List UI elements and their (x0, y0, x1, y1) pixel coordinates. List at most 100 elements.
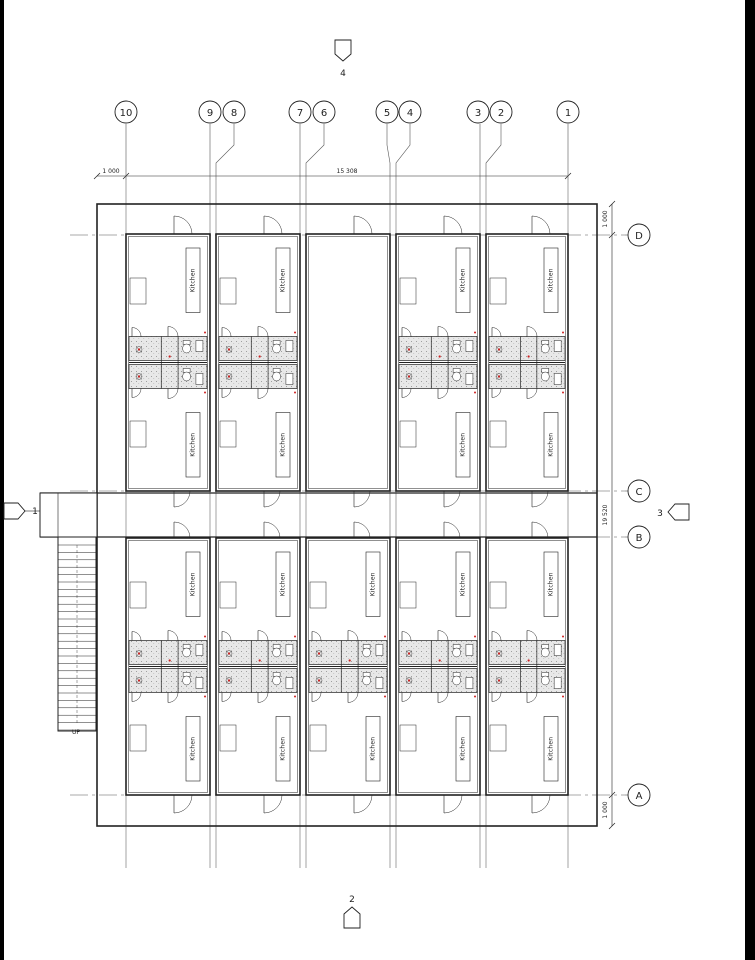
wardrobe (129, 724, 147, 752)
fixture-dot (168, 659, 171, 662)
fixture-dot (137, 679, 141, 682)
fixture-dot (438, 659, 441, 662)
fixture-dot (527, 659, 530, 662)
grid-label-3: 3 (475, 108, 481, 119)
door-swing (491, 327, 502, 337)
drain-circle (405, 373, 413, 380)
door-swing (173, 794, 193, 814)
grid-label-A: A (636, 791, 643, 802)
fixture-dot (407, 679, 411, 682)
door-swing (401, 327, 412, 337)
door-swing (401, 388, 412, 398)
kitchen-label: Kitchen (190, 737, 197, 761)
bathroom-lower (128, 364, 208, 389)
door-swing (491, 631, 502, 641)
toilet-bowl (541, 343, 550, 354)
grid-label-D: D (635, 231, 643, 242)
kitchen-label: Kitchen (370, 572, 377, 596)
door-swing (353, 521, 371, 539)
fixture-dot (294, 391, 296, 394)
door-swing (353, 794, 373, 814)
kitchen-label: Kitchen (280, 433, 287, 457)
wardrobe (219, 277, 237, 305)
door-swing (531, 490, 549, 508)
basin (465, 340, 474, 352)
door-swing (443, 490, 461, 508)
wardrobe (129, 420, 147, 448)
door-swing (263, 215, 283, 235)
door-swing (353, 215, 373, 235)
door-swing (167, 326, 179, 337)
fixture-dot (317, 679, 321, 682)
dim-tick (608, 200, 616, 208)
wardrobe (129, 581, 147, 609)
basin (285, 340, 294, 352)
fixture-dot (438, 355, 441, 358)
basin (285, 644, 294, 656)
basin (285, 677, 294, 689)
door-swing (526, 692, 538, 703)
door-swing (173, 521, 191, 539)
wardrobe (489, 420, 507, 448)
grid-bubble-B (627, 525, 651, 549)
door-swing (167, 692, 179, 703)
door-swing (531, 794, 551, 814)
grid-bubble-5 (375, 100, 399, 124)
grid-bubble-1 (556, 100, 580, 124)
dim-right-total: 19 520 (602, 504, 609, 525)
bathroom-lower (218, 364, 298, 389)
bathroom-lower (488, 364, 566, 389)
kitchen-label: Kitchen (280, 572, 287, 596)
unit-inner-walls (398, 236, 478, 489)
dim-top-total: 15 308 (337, 168, 358, 175)
door-swing (257, 388, 269, 399)
basin (195, 373, 204, 385)
right-edge-strip (745, 0, 755, 960)
door-swing (221, 327, 232, 337)
fixture-dot (294, 635, 296, 638)
fixture-dot (258, 659, 261, 662)
wardrobe (399, 420, 417, 448)
grid-label-4: 4 (407, 108, 413, 119)
grid-label-2: 2 (498, 108, 504, 119)
grid-label-B: B (636, 533, 643, 544)
toilet-bowl (362, 647, 371, 658)
fixture-dot (258, 355, 261, 358)
fixture-dot (137, 348, 141, 351)
fixture-dot (204, 391, 206, 394)
door-swing (437, 388, 449, 399)
drain-circle (135, 650, 143, 657)
door-swing (221, 631, 232, 641)
wardrobe (129, 277, 147, 305)
section-marker-bottom: 2 (349, 895, 355, 905)
fixture-dot (227, 679, 231, 682)
toilet-bowl (182, 675, 191, 686)
bathroom-upper (398, 336, 478, 361)
unit-inner-walls (128, 236, 208, 489)
door-swing (311, 631, 322, 641)
door-swing (263, 794, 283, 814)
fixture-dot (474, 331, 476, 334)
kitchen-label: Kitchen (190, 433, 197, 457)
grid-bubble-6 (312, 100, 336, 124)
toilet-bowl (182, 343, 191, 354)
kitchen-label: Kitchen (460, 737, 467, 761)
dim-tick (608, 791, 616, 799)
grid-bubble-C (627, 479, 651, 503)
door-swing (443, 521, 461, 539)
drain-circle (405, 650, 413, 657)
bathroom-lower (398, 364, 478, 389)
toilet-bowl (452, 343, 461, 354)
door-swing (491, 692, 502, 702)
drain-circle (225, 650, 233, 657)
grid-bubble-8 (222, 100, 246, 124)
callout-marker-right (667, 503, 690, 521)
door-swing (401, 631, 412, 641)
door-swing (221, 388, 232, 398)
fixture-dot (474, 635, 476, 638)
